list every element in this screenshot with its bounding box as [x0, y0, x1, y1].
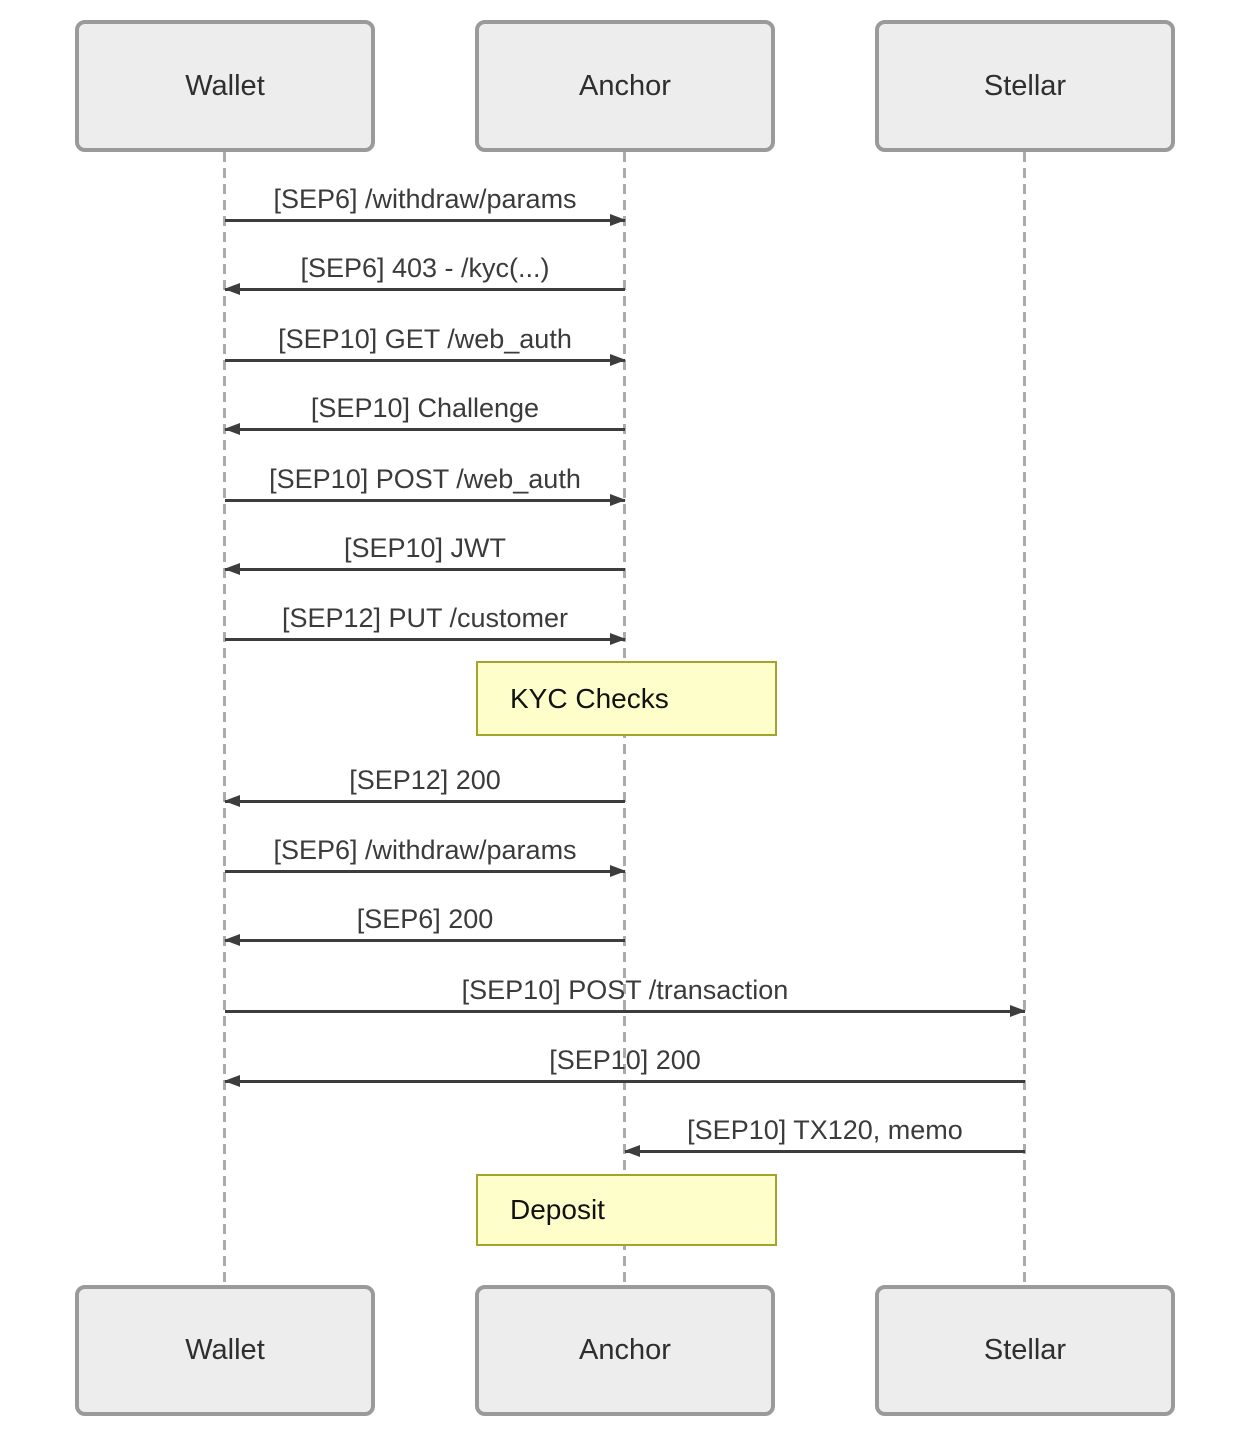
message-8-anchor-to-wallet: [SEP12] 200 [224, 765, 625, 807]
note-deposit: Deposit [476, 1174, 777, 1246]
participant-label: Wallet [185, 1334, 265, 1366]
message-arrow [225, 214, 626, 226]
message-arrow [225, 865, 626, 877]
message-label: [SEP10] JWT [343, 533, 507, 563]
lifeline-wallet [223, 152, 226, 1285]
message-arrow [224, 283, 625, 295]
message-label: [SEP10] GET /web_auth [278, 324, 572, 354]
message-label: [SEP10] Challenge [310, 393, 540, 423]
participant-label: Anchor [579, 69, 671, 102]
message-arrow [225, 494, 626, 506]
participant-wallet-bottom: Wallet [75, 1285, 375, 1416]
message-6-anchor-to-wallet: [SEP10] JWT [224, 533, 625, 575]
message-label: [SEP10] POST /transaction [461, 975, 789, 1005]
message-label: [SEP6] /withdraw/params [273, 184, 577, 214]
message-5-wallet-to-anchor: [SEP10] POST /web_auth [225, 464, 626, 506]
note-kyc-checks: KYC Checks [476, 661, 777, 736]
message-arrow [624, 1145, 1025, 1157]
message-arrow [225, 1005, 1026, 1017]
participant-anchor-top: Anchor [475, 20, 775, 152]
message-12-stellar-to-wallet: [SEP10] 200 [224, 1045, 1025, 1087]
note-label: KYC Checks [510, 682, 669, 714]
note-label: Deposit [510, 1194, 605, 1225]
participant-wallet-top: Wallet [75, 20, 375, 152]
message-arrow [224, 563, 625, 575]
message-arrow [224, 1075, 1025, 1087]
message-label: [SEP6] 200 [356, 904, 494, 934]
message-label: [SEP10] 200 [549, 1045, 701, 1075]
message-label: [SEP12] PUT /customer [281, 603, 569, 633]
message-label: [SEP10] POST /web_auth [269, 464, 581, 494]
participant-label: Stellar [983, 69, 1067, 102]
message-label: [SEP10] TX120, memo [687, 1115, 963, 1145]
message-label: [SEP6] 403 - /kyc(...) [300, 253, 550, 283]
participant-label: Wallet [185, 69, 265, 102]
message-3-wallet-to-anchor: [SEP10] GET /web_auth [225, 324, 626, 366]
participant-stellar-top: Stellar [875, 20, 1175, 152]
message-9-wallet-to-anchor: [SEP6] /withdraw/params [225, 835, 626, 877]
message-arrow [225, 633, 626, 645]
message-10-anchor-to-wallet: [SEP6] 200 [224, 904, 625, 946]
participant-label: Stellar [983, 1334, 1067, 1366]
message-label: [SEP6] /withdraw/params [273, 835, 577, 865]
participant-anchor-bottom: Anchor [475, 1285, 775, 1416]
message-13-stellar-to-anchor: [SEP10] TX120, memo [624, 1115, 1025, 1157]
message-label: [SEP12] 200 [349, 765, 501, 795]
participant-stellar-bottom: Stellar [875, 1285, 1175, 1416]
message-7-wallet-to-anchor: [SEP12] PUT /customer [225, 603, 626, 645]
message-arrow [225, 354, 626, 366]
message-arrow [224, 423, 625, 435]
message-arrow [224, 934, 625, 946]
message-11-wallet-to-stellar: [SEP10] POST /transaction [225, 975, 1026, 1017]
message-4-anchor-to-wallet: [SEP10] Challenge [224, 393, 625, 435]
message-2-anchor-to-wallet: [SEP6] 403 - /kyc(...) [224, 253, 625, 295]
lifeline-stellar [1023, 152, 1026, 1285]
message-1-wallet-to-anchor: [SEP6] /withdraw/params [225, 184, 626, 226]
participant-label: Anchor [579, 1334, 671, 1366]
message-arrow [224, 795, 625, 807]
